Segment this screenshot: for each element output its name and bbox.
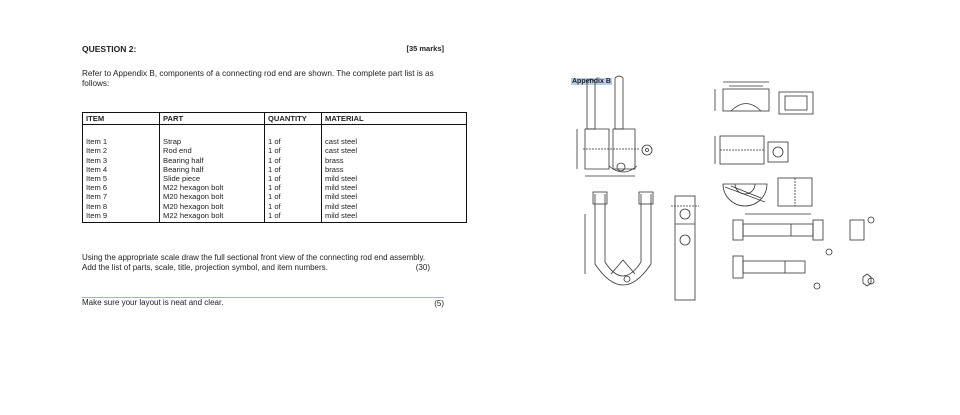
cell-part: M20 hexagon bolt bbox=[163, 201, 224, 211]
cell-material: brass bbox=[325, 164, 344, 174]
item-column: Item 1 Item 2 Item 3 Item 4 Item 5 Item … bbox=[82, 124, 160, 223]
cell-quantity: 1 of bbox=[268, 137, 281, 147]
cell-material: brass bbox=[325, 155, 344, 165]
cell-item: Item 1 bbox=[86, 137, 108, 147]
cell-quantity: 1 of bbox=[268, 210, 281, 220]
cell-part: Bearing half bbox=[163, 164, 204, 174]
header-material: MATERIAL bbox=[321, 111, 467, 126]
cell-material: mild steel bbox=[325, 192, 358, 202]
cell-material: cast steel bbox=[325, 146, 358, 156]
part-column: Strap Rod end Bearing half Bearing half … bbox=[159, 124, 265, 223]
strap-u-view bbox=[584, 191, 699, 301]
cell-part: M22 hexagon bolt bbox=[163, 183, 224, 193]
cell-part: Rod end bbox=[163, 146, 192, 156]
cell-part: Strap bbox=[163, 137, 182, 147]
cell-quantity: 1 of bbox=[268, 201, 281, 211]
cell-material: mild steel bbox=[325, 210, 358, 220]
cell-material: mild steel bbox=[325, 183, 358, 193]
parts-table-body: Item 1 Item 2 Item 3 Item 4 Item 5 Item … bbox=[82, 124, 467, 223]
cell-quantity: 1 of bbox=[268, 155, 281, 165]
cell-part: Slide piece bbox=[163, 174, 201, 184]
instructions: Using the appropriate scale draw the ful… bbox=[82, 253, 452, 272]
cell-part: Bearing half bbox=[163, 155, 204, 165]
question-header: QUESTION 2: [35 marks] bbox=[82, 44, 444, 54]
appendix-drawing bbox=[576, 75, 875, 301]
cell-item: Item 3 bbox=[86, 155, 108, 165]
cell-quantity: 1 of bbox=[268, 164, 281, 174]
cell-item: Item 5 bbox=[86, 174, 108, 184]
cell-item: Item 7 bbox=[86, 192, 108, 202]
cell-item: Item 2 bbox=[86, 146, 108, 156]
cell-quantity: 1 of bbox=[268, 192, 281, 202]
instruction-add-row: Add the list of parts, scale, title, pro… bbox=[82, 263, 452, 273]
instruction-draw: Using the appropriate scale draw the ful… bbox=[82, 253, 426, 262]
cell-item: Item 8 bbox=[86, 201, 108, 211]
parts-table-header: ITEM PART QUANTITY MATERIAL bbox=[82, 111, 467, 126]
instruction-neat: Make sure your layout is neat and clear. bbox=[82, 298, 224, 307]
cell-part: M22 hexagon bolt bbox=[163, 210, 224, 220]
appendix-label: Appendix B bbox=[571, 78, 612, 85]
cell-part: M20 hexagon bolt bbox=[163, 192, 224, 202]
material-column: cast steel cast steel brass brass mild s… bbox=[321, 124, 467, 223]
question-title: QUESTION 2: bbox=[82, 44, 137, 54]
instruction-add-marks: (30) bbox=[415, 262, 430, 272]
bearing-half-views bbox=[714, 81, 814, 165]
question-marks: [35 marks] bbox=[406, 44, 444, 53]
bolt-views bbox=[732, 213, 875, 290]
cell-quantity: 1 of bbox=[268, 183, 281, 193]
instruction-neat-marks: (5) bbox=[434, 299, 444, 308]
header-part: PART bbox=[159, 111, 265, 126]
rod-end-top-view bbox=[576, 75, 653, 177]
cell-quantity: 1 of bbox=[268, 146, 281, 156]
header-item: ITEM bbox=[82, 111, 160, 126]
instruction-add: Add the list of parts, scale, title, pro… bbox=[82, 262, 328, 272]
cell-material: mild steel bbox=[325, 174, 358, 184]
cell-material: mild steel bbox=[325, 201, 358, 211]
cell-item: Item 4 bbox=[86, 164, 108, 174]
instruction-neat-row: Make sure your layout is neat and clear.… bbox=[82, 297, 444, 308]
header-quantity: QUANTITY bbox=[264, 111, 322, 126]
parts-table: ITEM PART QUANTITY MATERIAL Item 1 Item … bbox=[82, 111, 467, 223]
cell-item: Item 9 bbox=[86, 210, 108, 220]
question-intro: Refer to Appendix B, components of a con… bbox=[82, 69, 434, 88]
cell-item: Item 6 bbox=[86, 183, 108, 193]
cell-quantity: 1 of bbox=[268, 174, 281, 184]
bearing-arc-view bbox=[722, 177, 813, 207]
quantity-column: 1 of 1 of 1 of 1 of 1 of 1 of 1 of 1 of … bbox=[264, 124, 322, 223]
cell-material: cast steel bbox=[325, 137, 358, 147]
